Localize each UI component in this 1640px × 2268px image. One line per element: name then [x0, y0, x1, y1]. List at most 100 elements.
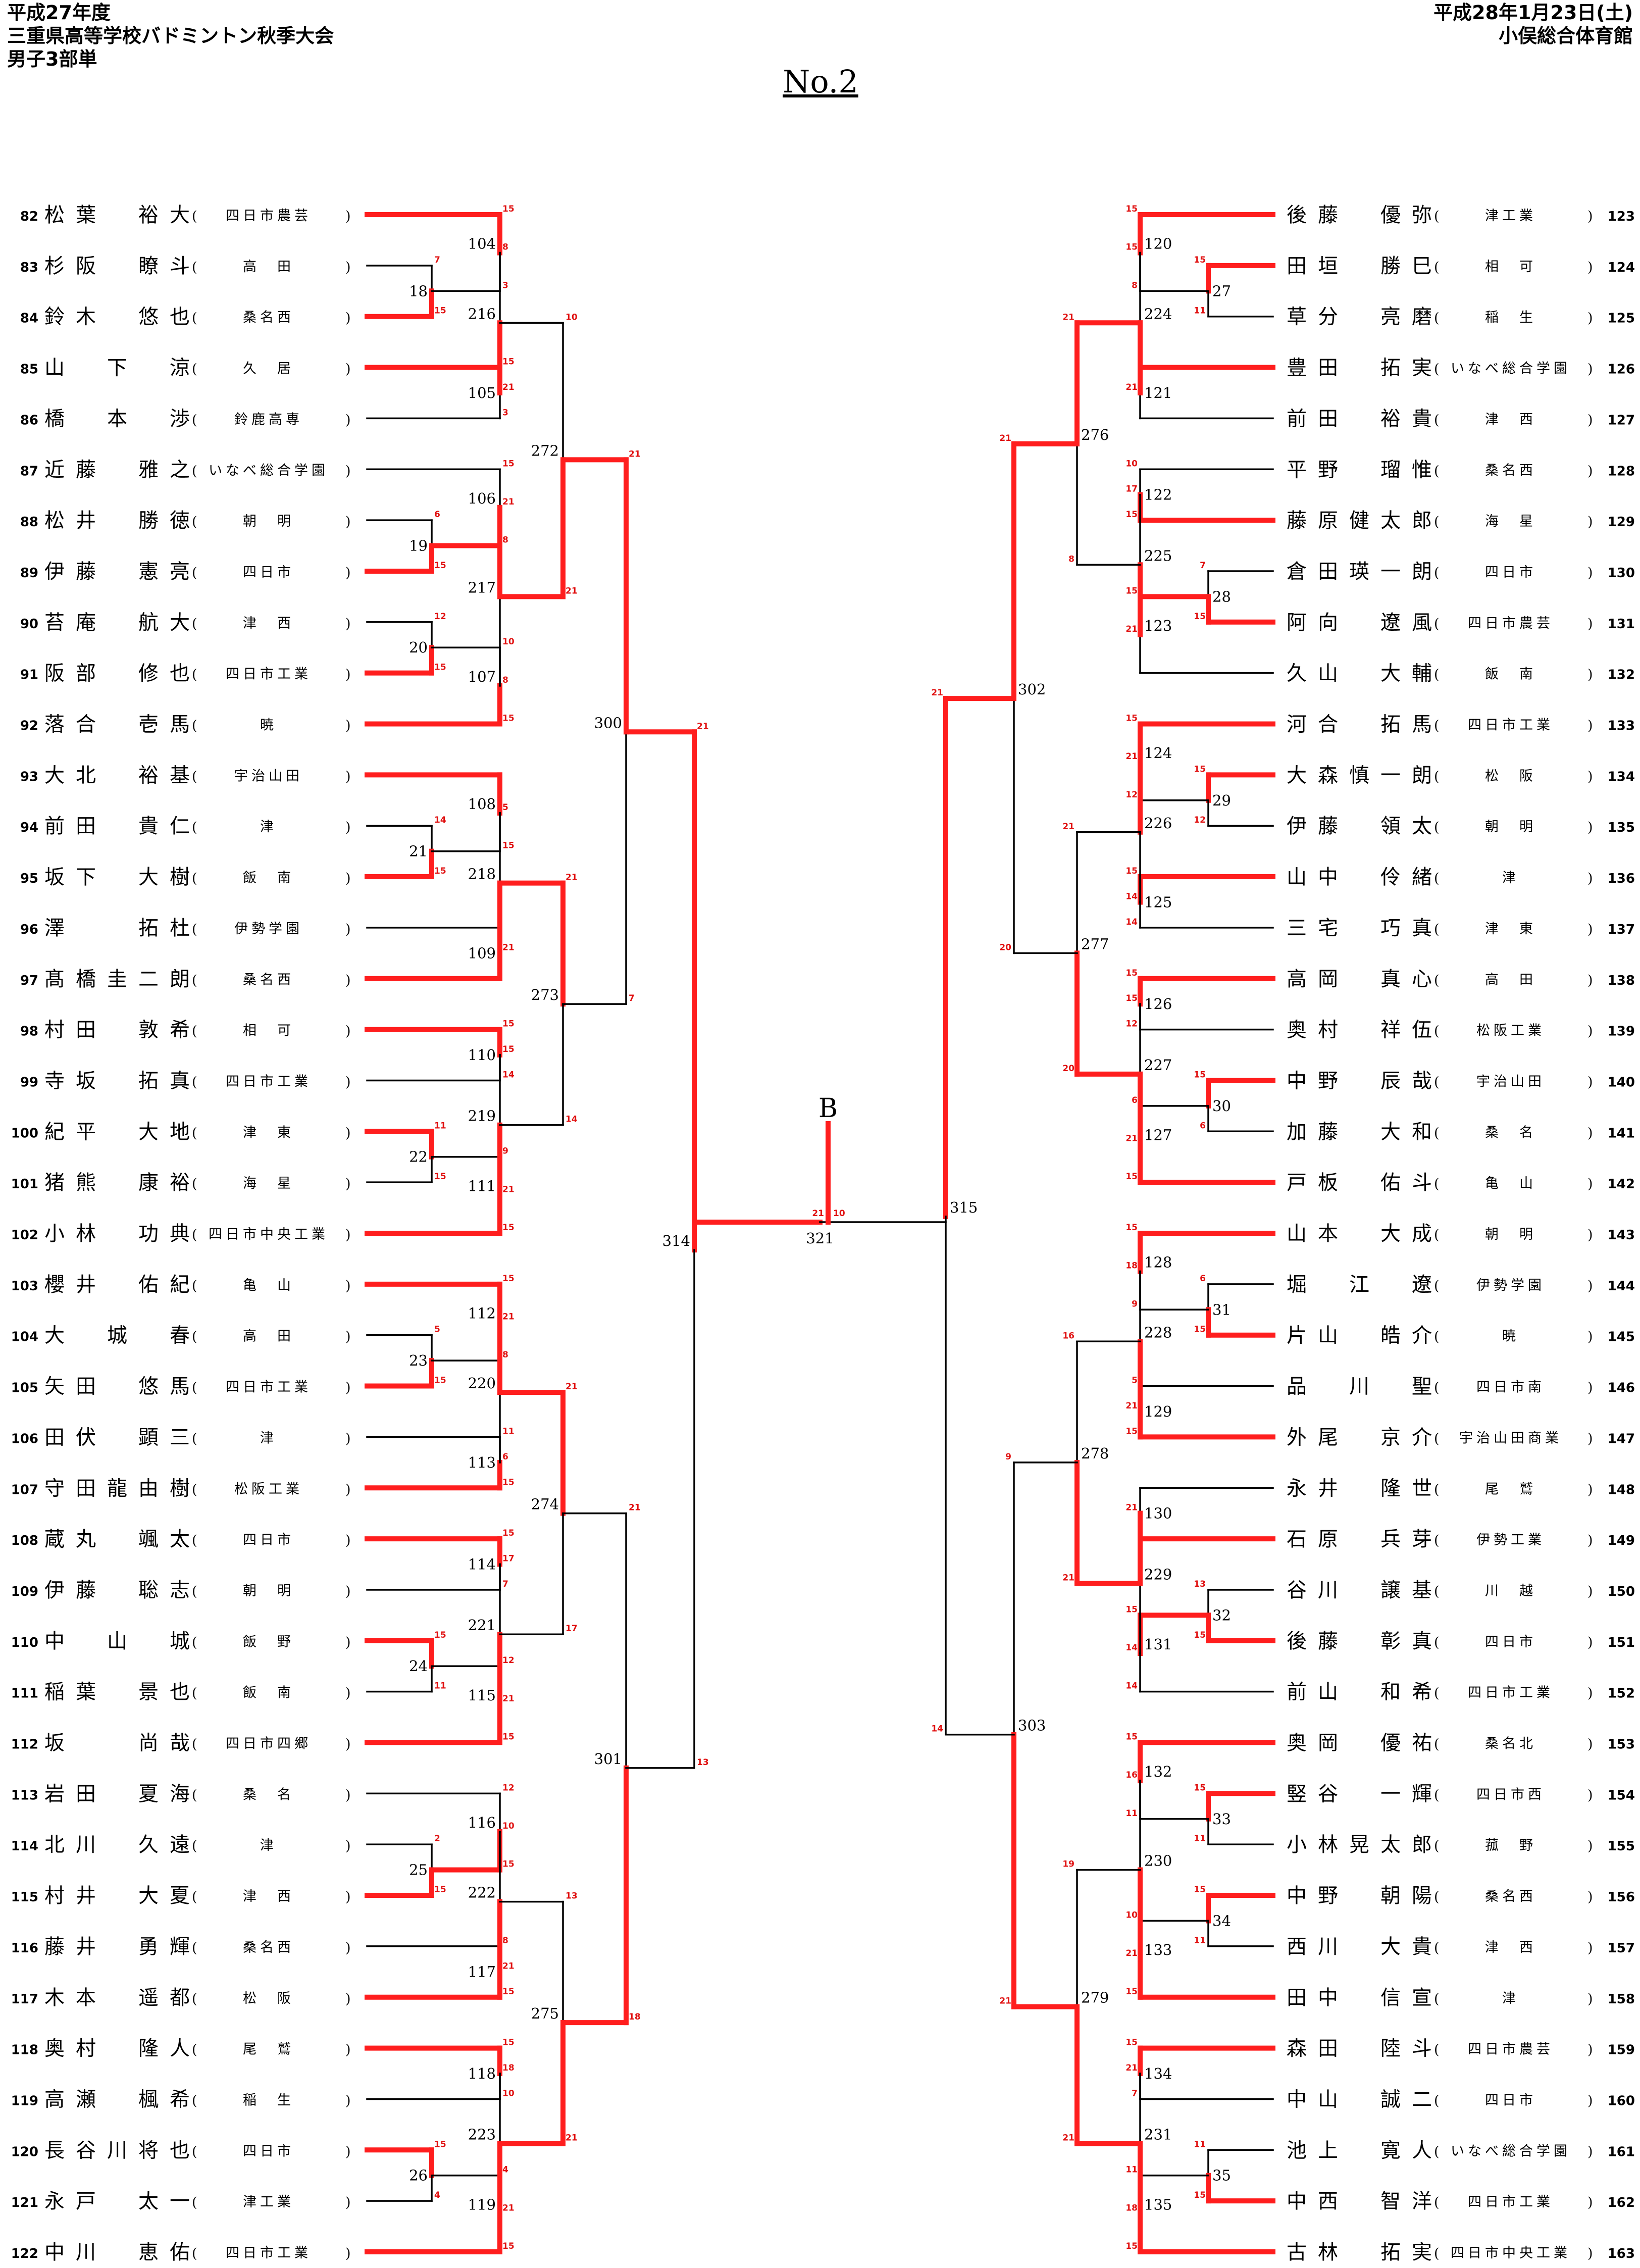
player-number: 159 [1608, 2043, 1635, 2058]
school-paren-open: ( [192, 1635, 201, 1650]
player-name: 奥岡 優祐 [1287, 1732, 1433, 1755]
match-score: 4 [434, 2190, 440, 2200]
player-number: 82 [20, 209, 38, 224]
player-number: 138 [1608, 973, 1635, 988]
player-name: 小林 功典 [44, 1222, 191, 1245]
match-score: 21 [566, 873, 578, 883]
header-right: 平成28年1月23日(土) 小俣総合体育館 [1433, 1, 1633, 47]
match-number: 119 [468, 2196, 496, 2213]
player-school: 桑名西 [243, 972, 294, 988]
player-number: 122 [11, 2246, 38, 2261]
player-name: 藤原健太郎 [1287, 509, 1433, 532]
player-name: 苔庵 航大 [44, 611, 191, 634]
player-school: 朝 明 [243, 514, 294, 529]
school-paren-open: ( [192, 2144, 201, 2159]
match-score: 21 [1125, 1948, 1138, 1958]
match-score: 15 [1194, 1783, 1206, 1793]
player-number: 157 [1608, 1941, 1635, 1956]
player-name: 伊藤 領太 [1287, 815, 1433, 838]
school-paren-open: ( [192, 1074, 201, 1090]
player-name: 外尾 京介 [1287, 1426, 1433, 1449]
school-paren-close: ) [345, 2144, 354, 2159]
match-score: 8 [502, 242, 508, 253]
player-number: 161 [1608, 2144, 1635, 2159]
school-paren-open: ( [1434, 820, 1443, 835]
player-school: 稲 生 [1485, 310, 1536, 326]
match-score: 6 [502, 1452, 508, 1462]
player-number: 118 [11, 2043, 38, 2058]
school-paren-close: ) [1587, 1431, 1597, 1446]
player-name: 三宅 巧真 [1287, 917, 1433, 940]
school-paren-open: ( [192, 362, 201, 377]
match-score: 10 [502, 2088, 515, 2098]
player-name: 小林晃太郎 [1287, 1833, 1433, 1856]
school-paren-close: ) [345, 1176, 354, 1192]
school-paren-open: ( [192, 1584, 201, 1599]
player-number: 153 [1608, 1737, 1635, 1752]
school-paren-open: ( [1434, 514, 1443, 530]
player-name: 伊藤 憲亮 [44, 560, 191, 583]
match-score: 21 [629, 449, 641, 459]
player-school: 飯 野 [243, 1634, 294, 1650]
match-score: 13 [697, 1757, 709, 1768]
match-score: 5 [1132, 1376, 1138, 1386]
player-school: 津 [1502, 1991, 1519, 2006]
match-score: 10 [1125, 1910, 1138, 1920]
match-number: 135 [1144, 2196, 1172, 2213]
match-score: 2 [434, 1834, 440, 1844]
match-number: 321 [806, 1230, 834, 1247]
match-number: 230 [1144, 1852, 1172, 1870]
match-score: 8 [502, 535, 508, 545]
match-number: 112 [468, 1304, 496, 1322]
header-tournament: 三重県高等学校バドミントン秋季大会 [7, 25, 334, 47]
match-score: 15 [1125, 204, 1138, 214]
school-paren-close: ) [1587, 2144, 1597, 2159]
school-paren-open: ( [192, 1176, 201, 1192]
match-score: 21 [502, 942, 515, 952]
school-paren-open: ( [192, 1940, 201, 1956]
player-name: 紀平 大地 [44, 1120, 191, 1143]
player-number: 121 [11, 2195, 38, 2210]
match-score: 10 [1125, 459, 1138, 469]
match-score: 16 [1062, 1331, 1074, 1341]
match-score: 15 [502, 1019, 515, 1029]
school-paren-open: ( [192, 922, 201, 937]
school-paren-open: ( [192, 1380, 201, 1396]
match-number: 106 [468, 490, 496, 507]
match-score: 8 [1132, 280, 1138, 290]
player-school: 桑名西 [243, 310, 294, 326]
school-paren-close: ) [345, 1737, 354, 1752]
school-paren-close: ) [345, 1889, 354, 1905]
match-number: 229 [1144, 1566, 1172, 1583]
match-score: 14 [1125, 1643, 1138, 1653]
match-score: 3 [502, 280, 508, 290]
match-number: 113 [468, 1454, 496, 1471]
player-school: 松 阪 [243, 1991, 294, 2006]
match-score: 17 [566, 1624, 578, 1634]
player-name: 森田 陸斗 [1287, 2037, 1433, 2060]
match-score: 15 [1125, 2038, 1138, 2048]
match-score: 21 [566, 586, 578, 596]
player-name: 橋 本 渉 [44, 407, 191, 430]
match-number: 228 [1144, 1324, 1172, 1341]
school-paren-open: ( [1434, 1176, 1443, 1192]
player-number: 141 [1608, 1126, 1635, 1141]
player-school: 暁 [260, 718, 277, 733]
player-school: 飯 南 [243, 870, 294, 886]
school-paren-open: ( [192, 1991, 201, 2007]
player-number: 117 [11, 1992, 38, 2007]
match-score: 15 [1194, 1070, 1206, 1080]
player-school: 海 星 [1485, 514, 1536, 529]
school-paren-open: ( [192, 1482, 201, 1497]
match-score: 11 [1125, 2165, 1138, 2175]
player-name: 品 川 聖 [1287, 1375, 1433, 1398]
player-school: 桑名北 [1485, 1736, 1536, 1752]
player-number: 93 [20, 769, 38, 784]
match-score: 15 [434, 1630, 446, 1640]
school-paren-close: ) [1587, 514, 1597, 530]
match-score: 15 [1125, 1426, 1138, 1436]
school-paren-close: ) [345, 412, 354, 428]
player-school: 四日市 [243, 565, 294, 580]
school-paren-open: ( [1434, 1940, 1443, 1956]
match-score: 14 [931, 1724, 943, 1734]
